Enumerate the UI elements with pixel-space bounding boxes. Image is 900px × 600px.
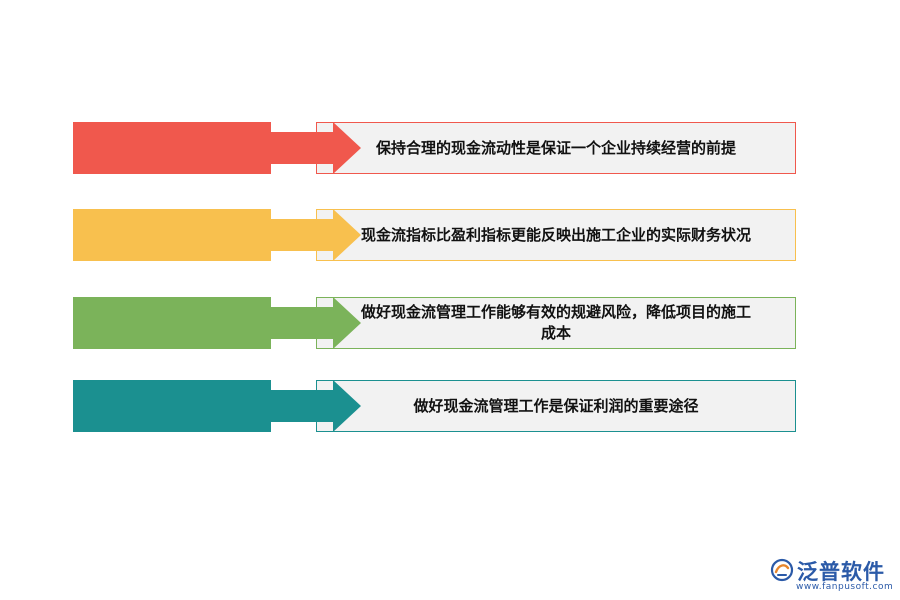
statement-card: 现金流指标比盈利指标更能反映出施工企业的实际财务状况: [316, 209, 796, 261]
arrow-icon: [271, 380, 361, 432]
fanpu-logo-icon: [770, 558, 794, 582]
statement-text: 保持合理的现金流动性是保证一个企业持续经营的前提: [375, 138, 736, 157]
statement-card: 做好现金流管理工作能够有效的规避风险，降低项目的施工成本: [316, 297, 796, 349]
arrow-icon: [271, 297, 361, 349]
statement-text: 现金流指标比盈利指标更能反映出施工企业的实际财务状况: [361, 225, 752, 244]
fanpu-logo: 泛普软件 www.fanpusoft.com: [770, 554, 894, 598]
color-bar: [73, 297, 271, 349]
statement-text: 做好现金流管理工作是保证利润的重要途径: [413, 396, 699, 415]
statement-card: 做好现金流管理工作是保证利润的重要途径: [316, 380, 796, 432]
logo-url: www.fanpusoft.com: [796, 582, 894, 592]
color-bar: [73, 122, 271, 174]
color-bar: [73, 209, 271, 261]
color-bar: [73, 380, 271, 432]
logo-name: 泛普软件: [797, 560, 885, 584]
statement-text: 做好现金流管理工作能够有效的规避风险，降低项目的施工成本: [361, 303, 752, 342]
statement-card: 保持合理的现金流动性是保证一个企业持续经营的前提: [316, 122, 796, 174]
arrow-icon: [271, 209, 361, 261]
arrow-icon: [271, 122, 361, 174]
